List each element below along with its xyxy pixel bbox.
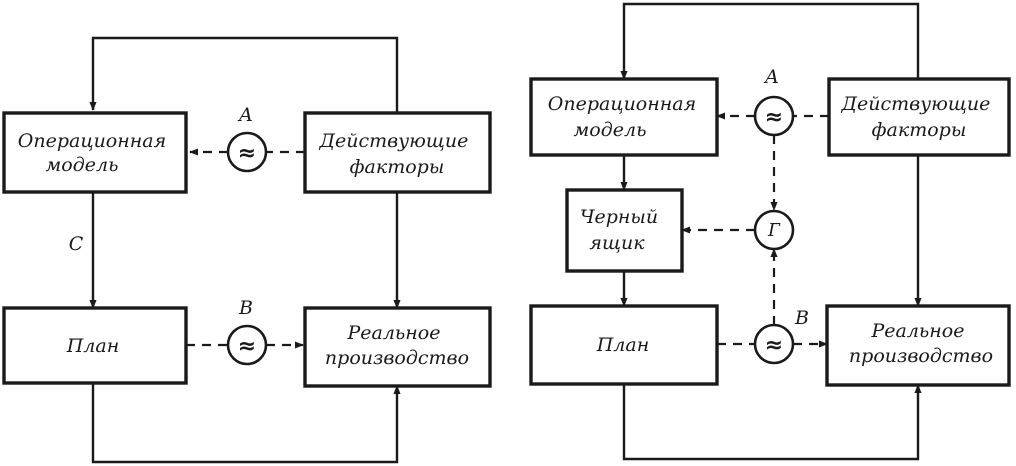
left-bottom-feedback-line: [91, 383, 401, 464]
left-approx-circle-a: [226, 131, 268, 173]
right-black-box: [565, 188, 684, 273]
left-approx-symbol-b: ≈: [238, 334, 256, 359]
right-approx-circle-b: [753, 323, 795, 365]
right-gamma-symbol: Г: [767, 220, 781, 241]
left-real-production-label: Реальное производство: [325, 322, 469, 369]
left-plan-box: [2, 306, 188, 385]
right-approx-circle-a: [753, 95, 795, 137]
right-operational-model-box: [529, 77, 719, 157]
right-black-box-label: Черный ящик: [580, 206, 664, 254]
right-approx-symbol-a: ≈: [765, 105, 783, 130]
left-label-a: А: [237, 104, 253, 126]
left-label-b: В: [238, 297, 253, 319]
left-real-production-box: [303, 306, 492, 388]
right-acting-factors-box: [827, 77, 1011, 157]
left-acting-factors-label: Действующие факторы: [319, 130, 475, 178]
right-gamma-circle: [753, 209, 795, 251]
right-approx-symbol-b: ≈: [765, 333, 783, 358]
right-label-b: В: [794, 307, 809, 329]
right-diagram: Операционная модель Действующие факторы …: [529, 2, 1011, 461]
right-real-production-box: [825, 304, 1011, 387]
left-acting-factors-box: [303, 111, 492, 194]
left-approx-symbol-a: ≈: [238, 141, 256, 166]
right-real-production-label: Реальное производство: [849, 320, 993, 367]
left-label-c: С: [69, 233, 84, 255]
left-top-feedback-line: [89, 36, 399, 113]
right-top-feedback-line: [620, 2, 920, 80]
left-operational-model-label: Операционная модель: [18, 130, 172, 176]
right-bottom-feedback-line: [622, 384, 922, 461]
right-operational-model-label: Операционная модель: [548, 93, 702, 141]
right-acting-factors-label: Действующие факторы: [841, 93, 997, 141]
left-operational-model-box: [2, 111, 188, 194]
left-plan-label: План: [66, 335, 120, 357]
right-plan-label: План: [596, 334, 650, 356]
right-label-a: А: [763, 66, 779, 88]
left-diagram: Операционная модель Действующие факторы …: [2, 36, 492, 464]
left-approx-circle-b: [226, 324, 268, 366]
right-plan-box: [529, 304, 719, 386]
